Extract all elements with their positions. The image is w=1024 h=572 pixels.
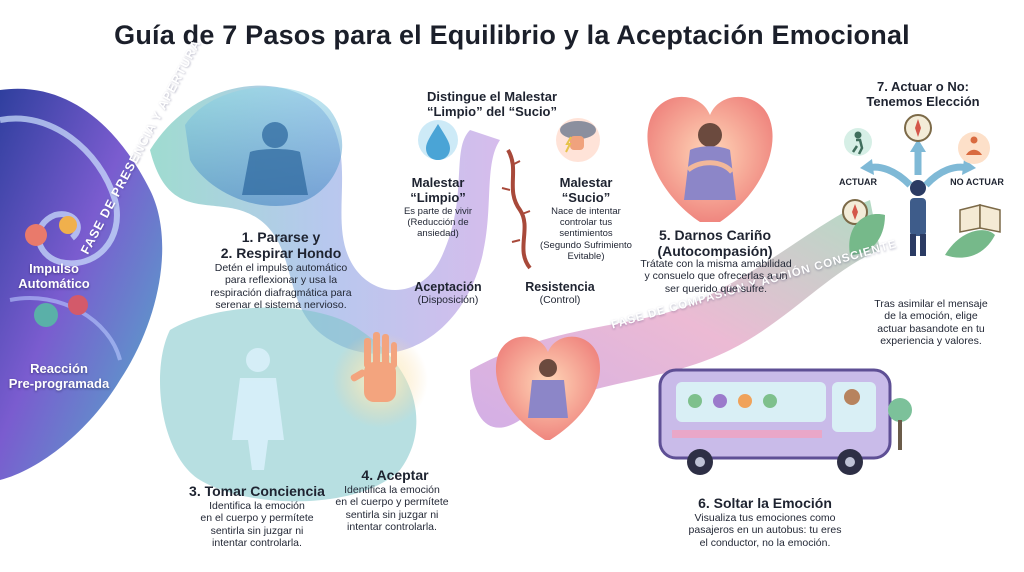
step1-2-title: 1. Pararse y 2. Respirar Hondo bbox=[220, 229, 342, 261]
step4-text: Identifica la emoción en el cuerpo y per… bbox=[335, 484, 449, 534]
open-hand-icon bbox=[350, 332, 397, 402]
resistance-sub: (Control) bbox=[539, 294, 581, 306]
thorn-branch-icon bbox=[506, 148, 532, 270]
walking-person-icon bbox=[844, 128, 872, 156]
step5-title: 5. Darnos Cariño (Autocompasión) bbox=[657, 227, 773, 259]
heart-hug-icon-2 bbox=[528, 359, 568, 418]
dirty-text: Nace de intentar controlar tus sentimien… bbox=[540, 206, 632, 262]
heart-hug-icon bbox=[684, 123, 736, 200]
compass-icon bbox=[904, 114, 932, 142]
face-icon-left bbox=[25, 216, 88, 327]
dirty-title: Malestar “Sucio” bbox=[559, 175, 613, 205]
act-label: ACTUAR bbox=[839, 177, 877, 187]
step6-title: 6. Soltar la Emoción bbox=[698, 495, 832, 511]
meditating-person-icon bbox=[958, 132, 990, 164]
water-drop-icon bbox=[426, 124, 450, 160]
resistance-label: Resistencia bbox=[525, 280, 595, 294]
step3-text: Identifica la emoción en el cuerpo y per… bbox=[200, 500, 314, 550]
page-title: Guía de 7 Pasos para el Equilibrio y la … bbox=[114, 20, 910, 50]
storm-cloud-fist-icon bbox=[560, 121, 596, 153]
no-act-label: NO ACTUAR bbox=[950, 177, 1004, 187]
left-wave bbox=[0, 88, 163, 480]
leaves bbox=[849, 214, 995, 258]
standing-figure bbox=[232, 348, 284, 470]
step5-text: Trátate con la misma amabilidad y consue… bbox=[640, 258, 792, 295]
wave-curl bbox=[0, 115, 120, 267]
book-icon bbox=[959, 204, 1001, 233]
acceptance-label: Aceptación bbox=[414, 280, 482, 294]
step7-text: Tras asimilar el mensaje de la emoción, … bbox=[874, 298, 988, 348]
reaction-label: Reacción Pre-programada bbox=[8, 361, 110, 391]
acceptance-sub: (Disposición) bbox=[417, 294, 479, 306]
impulse-label: Impulso Automático bbox=[18, 261, 90, 291]
clean-text: Es parte de vivir (Reducción de ansiedad… bbox=[403, 206, 473, 240]
clean-title: Malestar “Limpio” bbox=[410, 175, 466, 205]
compass-icon-2 bbox=[842, 199, 868, 225]
distinguish-heading: Distingue el Malestar “Limpio” del “Suci… bbox=[426, 89, 558, 119]
body-silhouette-icon bbox=[242, 122, 308, 195]
step3-title: 3. Tomar Conciencia bbox=[189, 483, 325, 499]
step6-text: Visualiza tus emociones como pasajeros e… bbox=[688, 512, 842, 549]
bus-icon bbox=[658, 368, 892, 475]
step7-title: 7. Actuar o No: Tenemos Elección bbox=[866, 79, 980, 109]
step1-2-text: Detén el impulso automático para reflexi… bbox=[210, 262, 352, 312]
step4-title: 4. Aceptar bbox=[361, 467, 429, 483]
step7-figure bbox=[910, 180, 926, 256]
